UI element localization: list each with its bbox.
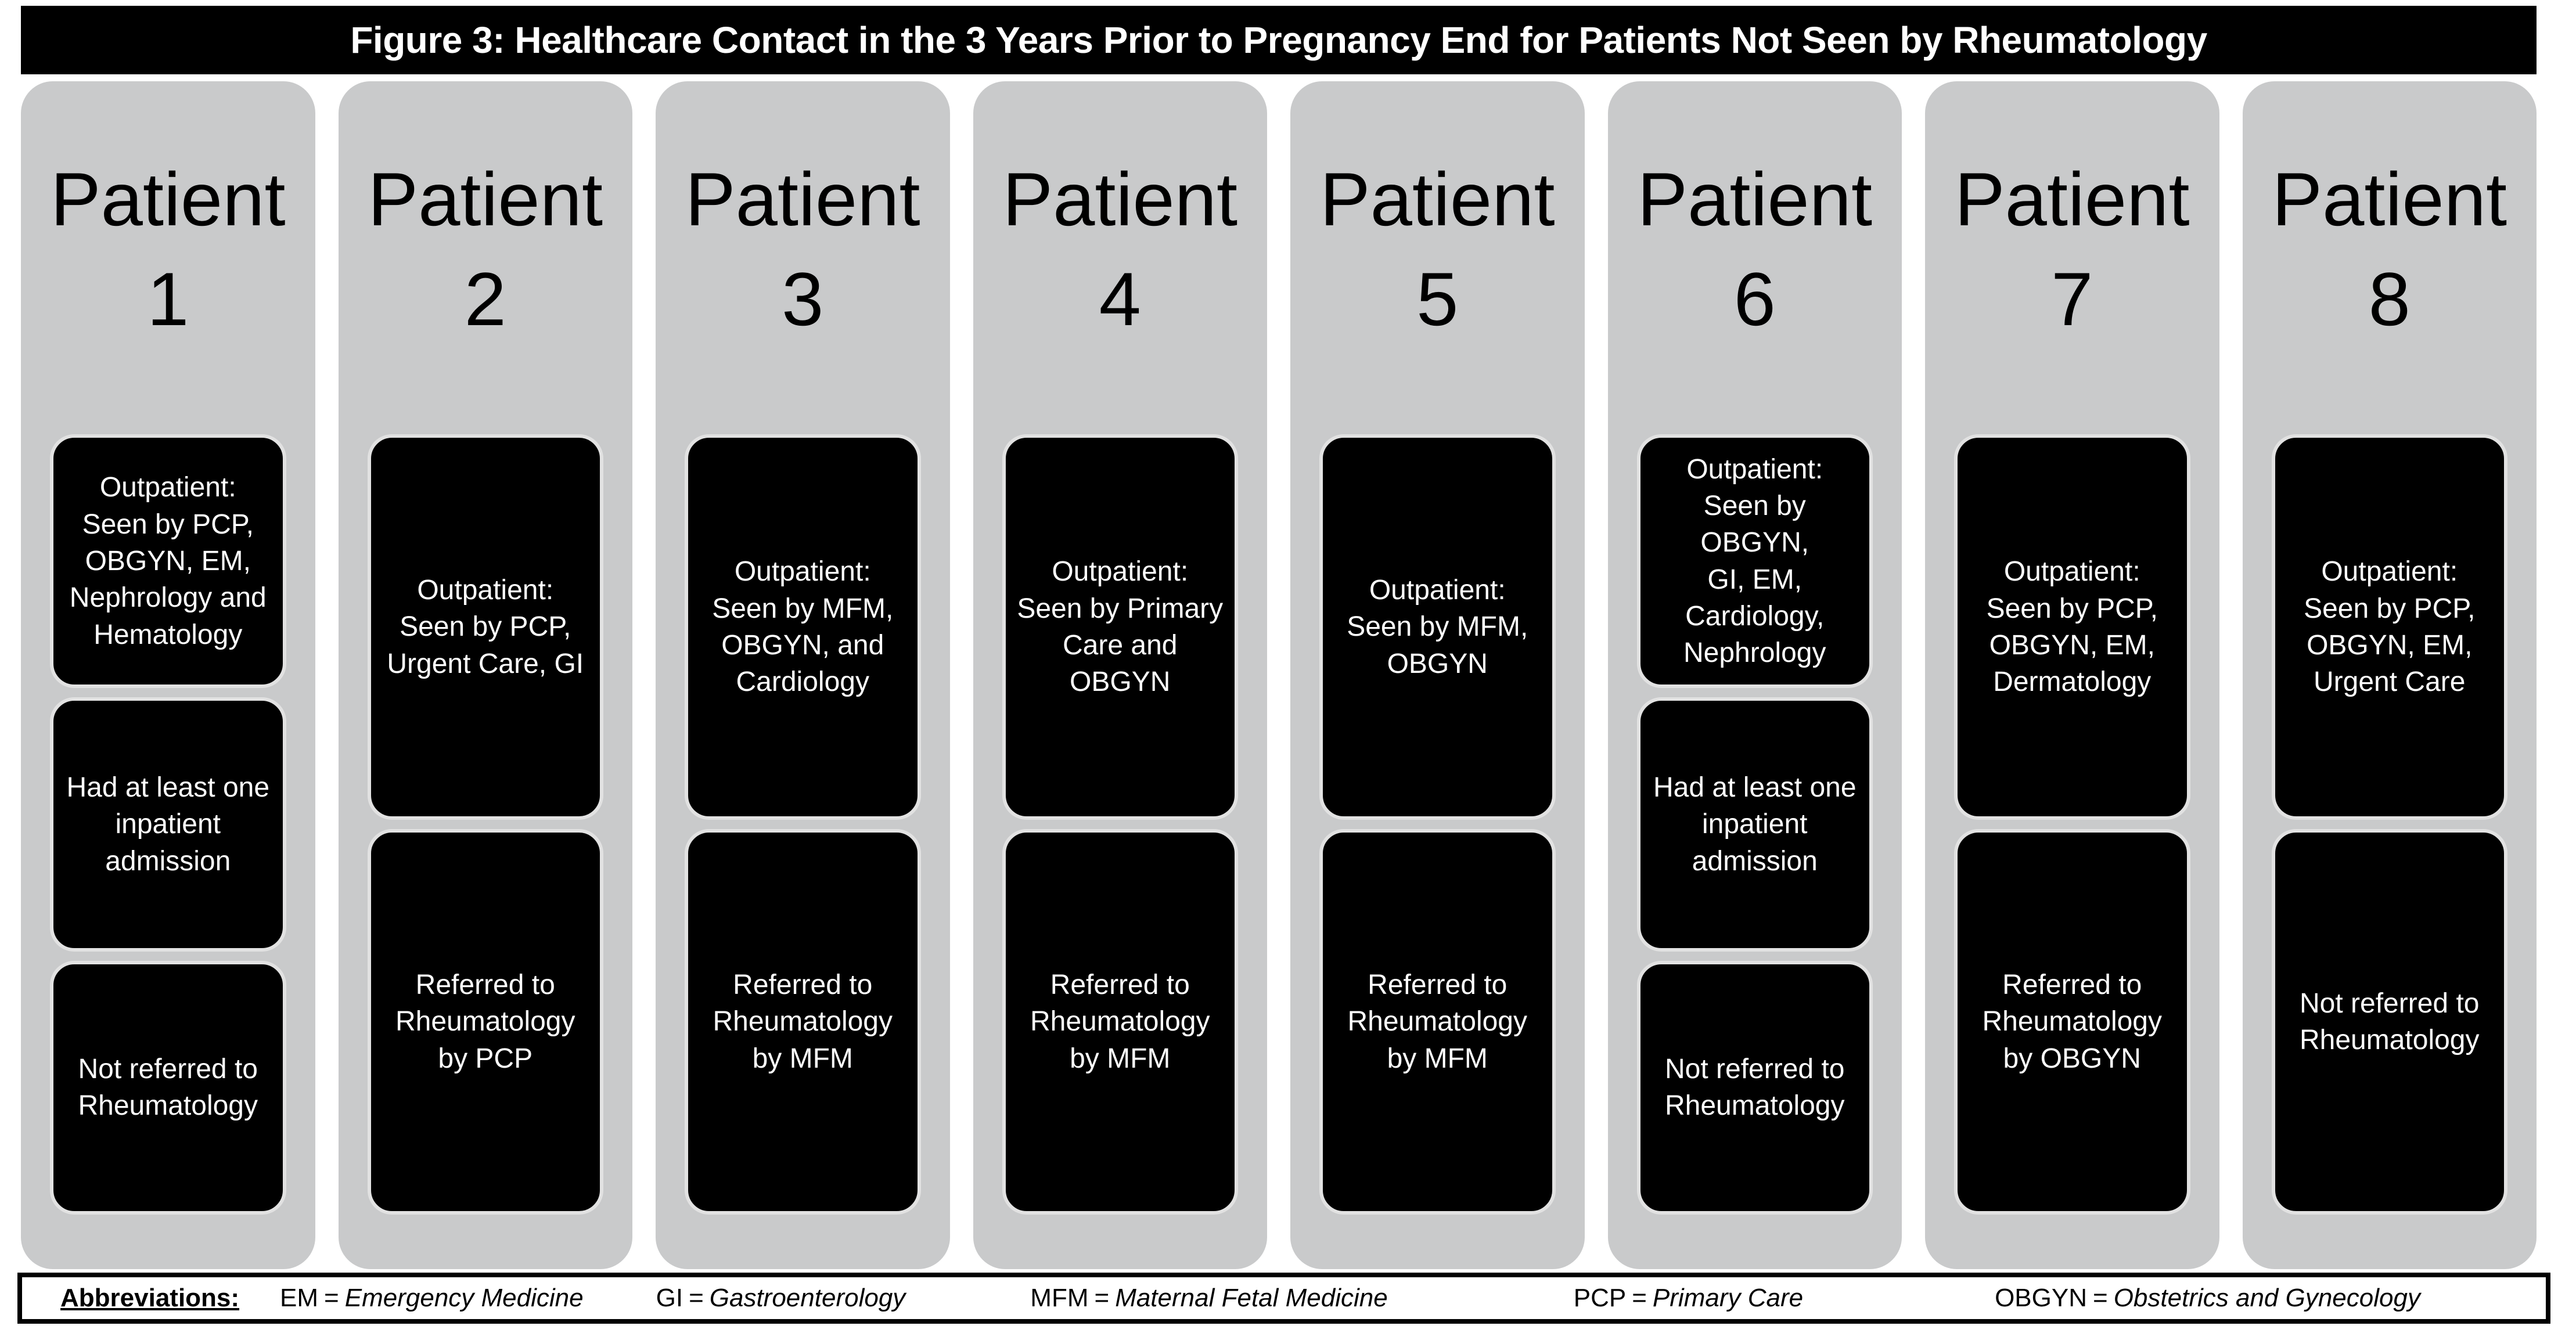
patient-number: 2: [464, 256, 506, 341]
patient-column-3: Patient 3 Outpatient: Seen by MFM, OBGYN…: [656, 81, 950, 1269]
abbreviation-item-obgyn: OBGYN=Obstetrics and Gynecology: [1995, 1284, 2420, 1313]
contact-boxes: Outpatient: Seen by PCP, Urgent Care, GI…: [367, 434, 603, 1215]
inpatient-admission-box: Had at least one inpatient admission: [1636, 697, 1873, 952]
abbreviation-full: Primary Care: [1652, 1284, 1804, 1312]
abbreviation-item-gi: GI=Gastroenterology: [656, 1284, 906, 1313]
contact-boxes: Outpatient: Seen by Primary Care and OBG…: [1002, 434, 1238, 1215]
patient-number: 1: [147, 256, 189, 341]
figure-title: Figure 3: Healthcare Contact in the 3 Ye…: [350, 19, 2207, 61]
abbreviations-label: Abbreviations:: [60, 1284, 240, 1312]
contact-boxes: Outpatient: Seen by PCP, OBGYN, EM, Neph…: [50, 434, 286, 1215]
contact-boxes: Outpatient: Seen by MFM, OBGYN Referred …: [1319, 434, 1556, 1215]
patient-column-4: Patient 4 Outpatient: Seen by Primary Ca…: [973, 81, 1268, 1269]
patient-label: Patient: [2272, 157, 2507, 242]
patient-number: 4: [1099, 256, 1141, 341]
patient-number: 5: [1416, 256, 1459, 341]
abbreviation-acronym: GI: [656, 1284, 683, 1312]
referral-box: Referred to Rheumatology by MFM: [685, 829, 921, 1215]
patient-number: 7: [2051, 256, 2093, 341]
no-referral-box: Not referred to Rheumatology: [50, 960, 286, 1215]
abbreviation-full: Gastroenterology: [709, 1284, 906, 1312]
outpatient-box: Outpatient: Seen by PCP, OBGYN, EM, Derm…: [1954, 434, 2190, 820]
patient-number: 3: [782, 256, 824, 341]
outpatient-box: Outpatient: Seen by OBGYN, GI, EM, Cardi…: [1636, 434, 1873, 689]
no-referral-box: Not referred to Rheumatology: [1636, 960, 1873, 1215]
abbreviation-item-pcp: PCP=Primary Care: [1574, 1284, 1803, 1313]
patient-heading: Patient 7: [1925, 81, 2219, 349]
contact-boxes: Outpatient: Seen by MFM, OBGYN, and Card…: [685, 434, 921, 1215]
abbreviation-acronym: PCP: [1573, 1284, 1627, 1312]
patient-heading: Patient 3: [656, 81, 950, 349]
patient-column-2: Patient 2 Outpatient: Seen by PCP, Urgen…: [338, 81, 633, 1269]
patient-column-7: Patient 7 Outpatient: Seen by PCP, OBGYN…: [1925, 81, 2219, 1269]
patient-column-5: Patient 5 Outpatient: Seen by MFM, OBGYN…: [1290, 81, 1585, 1269]
patient-label: Patient: [1002, 157, 1238, 242]
outpatient-box: Outpatient: Seen by MFM, OBGYN: [1319, 434, 1556, 820]
inpatient-admission-box: Had at least one inpatient admission: [50, 697, 286, 952]
outpatient-box: Outpatient: Seen by Primary Care and OBG…: [1002, 434, 1238, 820]
patient-heading: Patient 4: [973, 81, 1268, 349]
abbreviation-full: Maternal Fetal Medicine: [1115, 1284, 1388, 1312]
patient-heading: Patient 6: [1608, 81, 1902, 349]
outpatient-box: Outpatient: Seen by PCP, Urgent Care, GI: [367, 434, 603, 820]
patient-heading: Patient 8: [2243, 81, 2537, 349]
outpatient-box: Outpatient: Seen by PCP, OBGYN, EM, Neph…: [50, 434, 286, 689]
patient-label: Patient: [685, 157, 920, 242]
outpatient-box: Outpatient: Seen by MFM, OBGYN, and Card…: [685, 434, 921, 820]
patient-heading: Patient 2: [339, 81, 633, 349]
equals-sign: =: [324, 1284, 339, 1312]
patient-column-1: Patient 1 Outpatient: Seen by PCP, OBGYN…: [21, 81, 315, 1269]
patient-label: Patient: [1319, 157, 1555, 242]
contact-boxes: Outpatient: Seen by PCP, OBGYN, EM, Urge…: [2271, 434, 2507, 1215]
patient-label: Patient: [1637, 157, 1873, 242]
referral-box: Referred to Rheumatology by OBGYN: [1954, 829, 2190, 1215]
outpatient-box: Outpatient: Seen by PCP, OBGYN, EM, Urge…: [2271, 434, 2507, 820]
abbreviation-acronym: OBGYN: [1995, 1284, 2087, 1312]
referral-box: Referred to Rheumatology by MFM: [1002, 829, 1238, 1215]
figure-title-bar: Figure 3: Healthcare Contact in the 3 Ye…: [21, 6, 2537, 74]
equals-sign: =: [1094, 1284, 1110, 1312]
patient-heading: Patient 5: [1290, 81, 1585, 349]
abbreviation-item-em: EM=Emergency Medicine: [280, 1284, 584, 1313]
abbreviation-acronym: MFM: [1030, 1284, 1089, 1312]
referral-box: Referred to Rheumatology by MFM: [1319, 829, 1556, 1215]
equals-sign: =: [689, 1284, 704, 1312]
referral-box: Referred to Rheumatology by PCP: [367, 829, 603, 1215]
equals-sign: =: [2093, 1284, 2108, 1312]
patient-column-6: Patient 6 Outpatient: Seen by OBGYN, GI,…: [1607, 81, 1902, 1269]
abbreviation-acronym: EM: [280, 1284, 319, 1312]
contact-boxes: Outpatient: Seen by PCP, OBGYN, EM, Derm…: [1954, 434, 2190, 1215]
patient-label: Patient: [50, 157, 286, 242]
abbreviation-full: Emergency Medicine: [344, 1284, 584, 1312]
contact-boxes: Outpatient: Seen by OBGYN, GI, EM, Cardi…: [1636, 434, 1873, 1215]
patient-label: Patient: [368, 157, 603, 242]
patient-column-8: Patient 8 Outpatient: Seen by PCP, OBGYN…: [2242, 81, 2537, 1269]
no-referral-box: Not referred to Rheumatology: [2271, 829, 2507, 1215]
equals-sign: =: [1632, 1284, 1647, 1312]
abbreviation-item-mfm: MFM=Maternal Fetal Medicine: [1030, 1284, 1387, 1313]
patient-heading: Patient 1: [21, 81, 315, 349]
abbreviations-bar: Abbreviations: EM=Emergency Medicine GI=…: [17, 1273, 2550, 1324]
patient-number: 6: [1733, 256, 1776, 341]
patient-label: Patient: [1954, 157, 2190, 242]
patient-number: 8: [2368, 256, 2410, 341]
abbreviation-full: Obstetrics and Gynecology: [2113, 1284, 2420, 1312]
patient-columns: Patient 1 Outpatient: Seen by PCP, OBGYN…: [21, 81, 2537, 1269]
